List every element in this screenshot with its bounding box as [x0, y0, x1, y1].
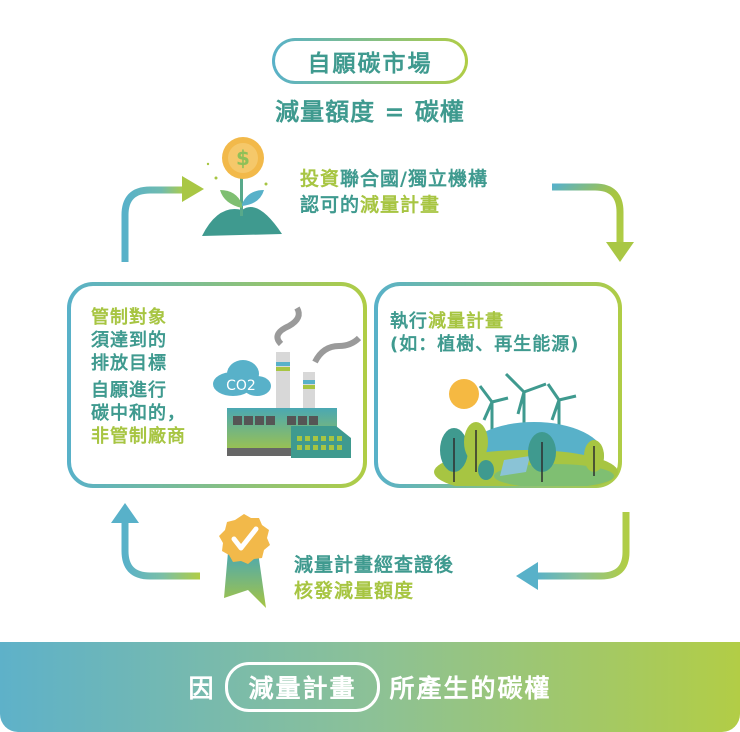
buyer-card: 管制對象 須達到的 排放目標 自願進行 碳中和的， 非管制廠商 CO2 [67, 282, 367, 488]
text-reduction-project: 減量計畫 [428, 311, 504, 332]
text-approved: 認可的 [300, 194, 361, 216]
project-description: 執行減量計畫 (如：植樹、再生能源) [390, 310, 579, 356]
text-examples: (如：植樹、再生能源) [390, 334, 580, 355]
step-verify-text: 減量計畫經查證後 核發減量額度 [294, 552, 454, 604]
text-voluntary: 自願進行 [91, 380, 167, 401]
text-institution: 聯合國/獨立機構 [340, 168, 488, 190]
renewable-landscape-icon [434, 372, 618, 486]
project-card: 執行減量計畫 (如：植樹、再生能源) [374, 282, 622, 488]
factory-icon: CO2 [213, 306, 361, 458]
page-title: 自願碳市場 [275, 41, 465, 81]
text-reduction-project: 減量計畫 [360, 194, 441, 216]
text-invest: 投資 [300, 168, 341, 190]
text-execute: 執行 [390, 311, 428, 332]
award-ribbon-icon [219, 514, 270, 608]
subtitle: 減量額度 = 碳權 [275, 98, 465, 126]
arrow-to-invest [121, 176, 204, 262]
buyer-description: 管制對象 須達到的 排放目標 自願進行 碳中和的， 非管制廠商 [91, 306, 186, 448]
cycle-arrows [111, 176, 634, 590]
text-must-reach: 須達到的 [91, 330, 167, 351]
text-verified: 減量計畫經查證後 [294, 554, 455, 576]
arrow-to-execute [552, 183, 634, 262]
text-issue-credits: 核發減量額度 [294, 580, 415, 602]
text-carbon-neutral: 碳中和的， [91, 403, 186, 424]
text-emission-target: 排放目標 [91, 353, 167, 374]
text-regulated: 管制對象 [91, 307, 167, 328]
summary-banner: 因 減量計畫 所產生的碳權 [0, 642, 740, 732]
banner-suffix: 所產生的碳權 [389, 674, 552, 703]
money-plant-icon: $ [202, 137, 282, 236]
svg-text:$: $ [236, 146, 250, 170]
step-invest-text: 投資聯合國/獨立機構 認可的減量計畫 [300, 166, 488, 218]
arrow-to-buyer [111, 503, 200, 580]
title-pill: 自願碳市場 [272, 38, 468, 84]
banner-prefix: 因 [188, 674, 216, 703]
co2-label: CO2 [226, 378, 256, 394]
arrow-to-verify [516, 512, 630, 590]
text-non-regulated: 非管制廠商 [91, 426, 186, 447]
banner-highlight: 減量計畫 [225, 662, 380, 712]
